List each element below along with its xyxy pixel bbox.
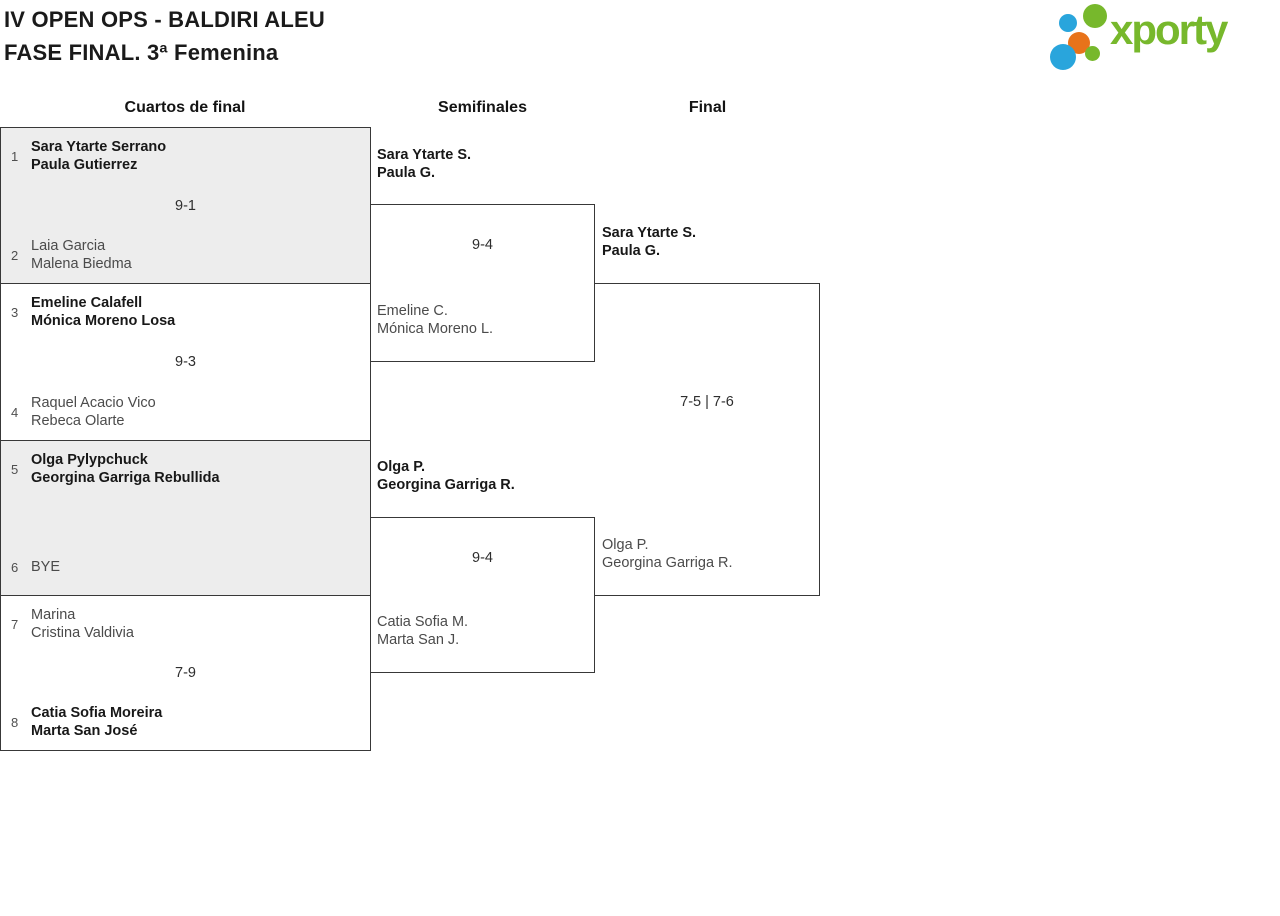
match-score: 7-9 — [175, 665, 196, 681]
team-label-sf2-bottom: Catia Sofia M. Marta San J. — [377, 614, 469, 648]
page-title: IV OPEN OPS - BALDIRI ALEU FASE FINAL. 3… — [4, 3, 325, 69]
team-name: BYE — [31, 559, 61, 575]
team-name: Laia Garcia Malena Biedma — [31, 238, 132, 272]
match-score — [1, 509, 370, 527]
phase-name: FASE FINAL. 3ª Femenina — [4, 40, 279, 65]
team-label-final-bottom: Olga P. Georgina Garriga R. — [602, 537, 733, 571]
match-score: 9-3 — [175, 354, 196, 370]
logo-dot-green-small-icon — [1085, 46, 1100, 61]
logo-dot-blue-small-icon — [1059, 14, 1077, 32]
match-score: 9-4 — [472, 237, 493, 253]
match-score: 7-5 | 7-6 — [680, 394, 734, 410]
logo-wordmark: xporty — [1110, 6, 1228, 53]
xporty-logo[interactable]: xporty — [1045, 0, 1280, 72]
seed-number: 7 — [11, 616, 19, 632]
column-header-semifinales: Semifinales — [438, 99, 527, 116]
column-header-final: Final — [688, 99, 727, 116]
quarterfinal-match-2: 3 Emeline Calafell Mónica Moreno Losa 9-… — [0, 283, 371, 441]
team-label-sf1-bottom: Emeline C. Mónica Moreno L. — [377, 303, 494, 337]
tournament-name: IV OPEN OPS - BALDIRI ALEU — [4, 7, 325, 32]
seed-number: 2 — [11, 247, 19, 263]
seed-number: 3 — [11, 304, 19, 320]
team-label-final-top: Sara Ytarte S. Paula G. — [602, 225, 697, 259]
seed-number: 5 — [11, 461, 19, 477]
column-header-cuartos: Cuartos de final — [124, 99, 246, 116]
team-name: Catia Sofia Moreira Marta San José — [31, 705, 163, 739]
team-name: Olga Pylypchuck Georgina Garriga Rebulli… — [31, 452, 220, 486]
semifinal-box-1: 9-4 — [370, 204, 595, 362]
semifinal-box-2: 9-4 — [370, 517, 595, 673]
team-label-sf2-top: Olga P. Georgina Garriga R. — [377, 459, 515, 493]
logo-dot-green-large-icon — [1083, 4, 1107, 28]
seed-number: 8 — [11, 714, 19, 730]
quarterfinal-match-1: 1 Sara Ytarte Serrano Paula Gutierrez 9-… — [0, 127, 371, 284]
final-box: 7-5 | 7-6 — [595, 283, 820, 596]
quarterfinal-match-4: 7 Marina Cristina Valdivia 7-9 8 Catia S… — [0, 595, 371, 751]
seed-number: 4 — [11, 404, 19, 420]
seed-number: 1 — [11, 148, 19, 164]
logo-dot-blue-large-icon — [1050, 44, 1076, 70]
team-name: Sara Ytarte Serrano Paula Gutierrez — [31, 139, 167, 173]
team-name: Marina Cristina Valdivia — [31, 607, 134, 641]
match-score: 9-4 — [472, 550, 493, 566]
match-score: 9-1 — [175, 197, 196, 214]
seed-number: 6 — [11, 559, 19, 575]
team-name: Emeline Calafell Mónica Moreno Losa — [31, 295, 176, 329]
team-label-sf1-top: Sara Ytarte S. Paula G. — [377, 147, 472, 181]
team-name: Raquel Acacio Vico Rebeca Olarte — [31, 395, 156, 429]
quarterfinal-match-3: 5 Olga Pylypchuck Georgina Garriga Rebul… — [0, 440, 371, 596]
